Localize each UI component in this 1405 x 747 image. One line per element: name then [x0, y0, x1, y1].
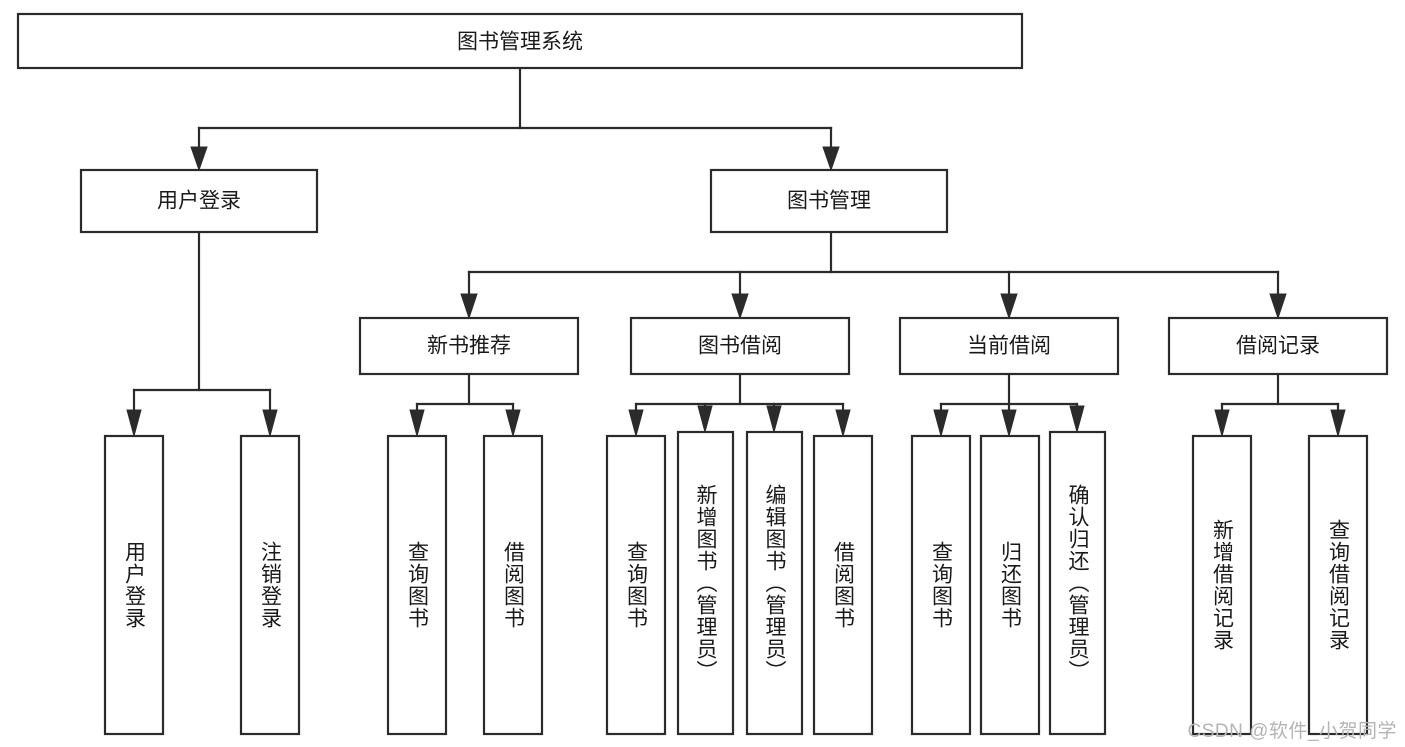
node-root-box[interactable] — [16, 12, 1024, 70]
arrowhead-leaf-query-record — [1330, 409, 1346, 438]
csdn-watermark: CSDN @软件_小贺同学 — [1187, 721, 1397, 742]
arrowhead-leaf-user-logout — [262, 409, 278, 438]
arrowhead-borrow-record — [1269, 293, 1287, 320]
arrowhead-leaf-query-book-3 — [933, 409, 949, 438]
arrowhead-new-book-recommend — [460, 293, 478, 320]
node-user-login-box[interactable] — [79, 168, 319, 234]
arrowhead-leaf-borrow-book-1 — [505, 409, 521, 438]
node-leaf-add-record-box[interactable] — [1191, 434, 1253, 736]
arrowhead-leaf-user-login — [126, 409, 142, 438]
arrowhead-user-login — [190, 146, 208, 172]
node-book-manage-label: 图书管理 — [787, 190, 871, 213]
node-book-borrow-label: 图书借阅 — [698, 335, 782, 358]
node-leaf-edit-book-box[interactable] — [745, 430, 804, 736]
node-new-book-recommend[interactable]: 新书推荐 — [358, 316, 580, 376]
arrowhead-leaf-return-book — [1001, 409, 1017, 438]
node-book-manage-box[interactable] — [709, 168, 949, 234]
node-new-book-recommend-label: 新书推荐 — [427, 335, 511, 358]
node-leaf-query-record-box[interactable] — [1307, 434, 1369, 736]
node-borrow-record-label: 借阅记录 — [1236, 335, 1320, 358]
node-current-borrow[interactable]: 当前借阅 — [898, 316, 1120, 376]
node-leaf-query-book-2-box[interactable] — [605, 434, 667, 736]
node-user-login-label: 用户登录 — [157, 190, 241, 213]
arrowhead-book-borrow — [731, 293, 749, 320]
node-current-borrow-label: 当前借阅 — [967, 335, 1051, 358]
arrowhead-current-borrow — [1000, 293, 1018, 320]
arrowhead-leaf-confirm-return — [1069, 405, 1085, 434]
arrowhead-leaf-query-book-1 — [409, 409, 425, 438]
node-leaf-borrow-book-2-box[interactable] — [812, 434, 874, 736]
node-borrow-record[interactable]: 借阅记录 — [1167, 316, 1389, 376]
arrowhead-leaf-add-book — [697, 405, 713, 434]
node-leaf-borrow-book-1-box[interactable] — [482, 434, 544, 736]
node-leaf-confirm-return-box[interactable] — [1048, 430, 1107, 736]
node-root[interactable]: 图书管理系统 — [16, 12, 1024, 70]
arrowhead-leaf-query-book-2 — [628, 409, 644, 438]
node-leaf-query-book-3-box[interactable] — [910, 434, 972, 736]
node-book-manage[interactable]: 图书管理 — [709, 168, 949, 234]
node-borrow-record-box[interactable] — [1167, 316, 1389, 376]
node-current-borrow-box[interactable] — [898, 316, 1120, 376]
arrowhead-book-manage — [822, 146, 840, 172]
node-book-borrow-box[interactable] — [629, 316, 851, 376]
node-leaf-add-book-box[interactable] — [676, 430, 735, 736]
node-leaf-return-book-box[interactable] — [979, 434, 1041, 736]
arrowhead-leaf-borrow-book-2 — [835, 409, 851, 438]
node-user-login[interactable]: 用户登录 — [79, 168, 319, 234]
connector-group — [126, 66, 1346, 438]
node-leaf-user-login-box[interactable] — [103, 434, 165, 736]
arrowhead-leaf-edit-book — [766, 405, 782, 434]
node-leaf-query-book-1-box[interactable] — [386, 434, 448, 736]
node-leaf-user-logout-box[interactable] — [239, 434, 301, 736]
arrowhead-leaf-add-record — [1214, 409, 1230, 438]
node-root-label: 图书管理系统 — [457, 31, 583, 54]
node-book-borrow[interactable]: 图书借阅 — [629, 316, 851, 376]
node-new-book-recommend-box[interactable] — [358, 316, 580, 376]
